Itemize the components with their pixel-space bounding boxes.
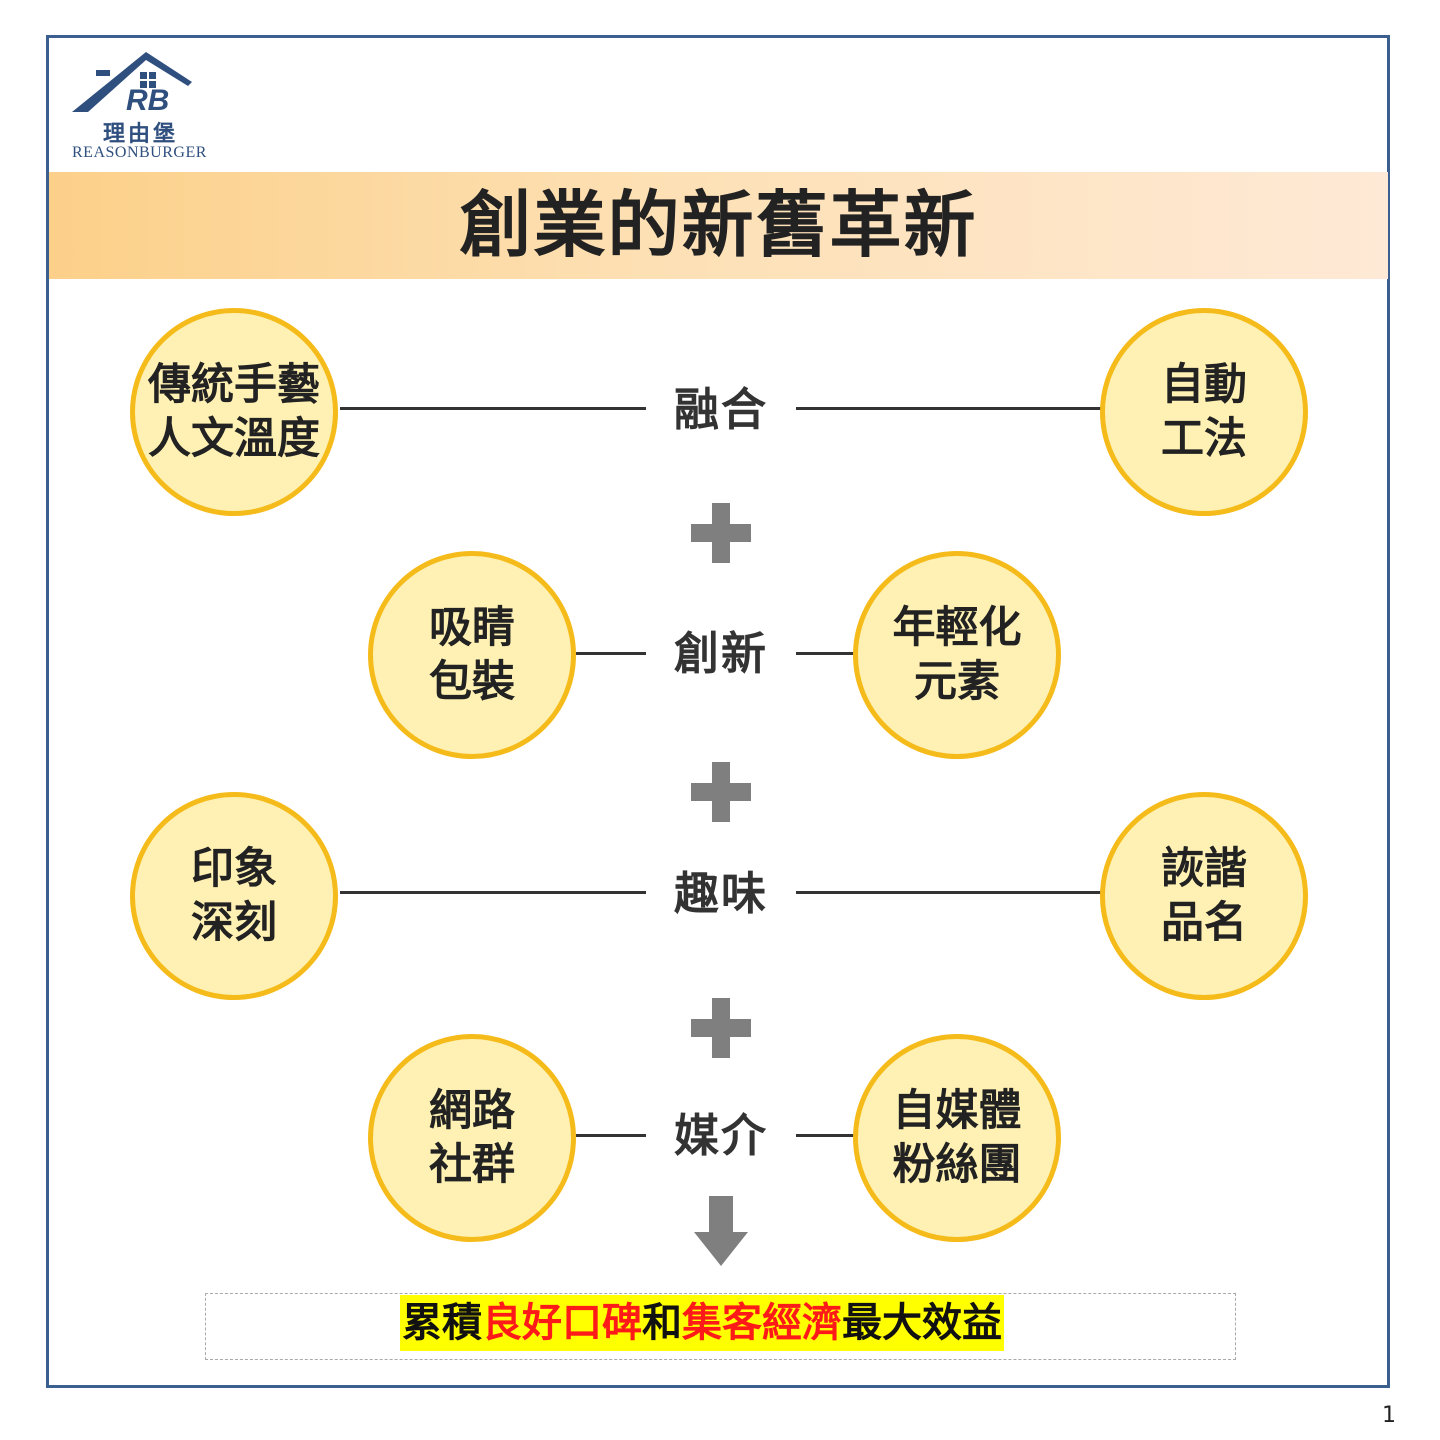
circle-text: 包裝 (429, 657, 515, 707)
concept-circle-right: 詼諧 品名 (1100, 792, 1308, 1000)
house-logo-icon: RB (72, 52, 192, 117)
connector-line (576, 1134, 646, 1137)
concept-circle-right: 自媒體 粉絲團 (853, 1034, 1061, 1242)
connector-line (576, 652, 646, 655)
arrow-down-icon (694, 1196, 748, 1266)
page-number: 1 (1382, 1403, 1396, 1428)
circle-text: 印象 (191, 844, 277, 894)
circle-text: 自動 (1161, 360, 1247, 410)
plus-icon (691, 503, 751, 563)
circle-text: 粉絲團 (892, 1140, 1022, 1190)
page-frame (46, 35, 1390, 1388)
circle-text: 工法 (1161, 414, 1247, 464)
result-emphasis: 集客經濟 (682, 1300, 842, 1346)
page-title: 創業的新舊革新 (459, 183, 978, 267)
connector-line (796, 407, 1102, 410)
circle-text: 自媒體 (892, 1086, 1022, 1136)
circle-text: 詼諧 (1161, 844, 1247, 894)
connector-line (796, 891, 1102, 894)
connector-line (340, 407, 646, 410)
concept-circle-right: 自動 工法 (1100, 308, 1308, 516)
concept-circle-left: 網路 社群 (368, 1034, 576, 1242)
result-box (205, 1293, 1236, 1360)
connector-line (340, 891, 646, 894)
circle-text: 吸睛 (429, 603, 515, 653)
result-part: 和 (642, 1300, 682, 1346)
circle-text: 年輕化 (892, 603, 1022, 653)
center-label: 融合 (673, 383, 768, 436)
logo-chinese-name: 理由堡 (103, 121, 179, 147)
plus-icon (691, 762, 751, 822)
logo-letters: RB (126, 84, 169, 117)
result-part: 累積 (402, 1300, 482, 1346)
circle-text: 深刻 (191, 898, 277, 948)
plus-icon (691, 998, 751, 1058)
center-label: 創新 (673, 627, 768, 680)
center-label: 趣味 (673, 867, 768, 920)
logo-english-name: REASONBURGER (72, 144, 207, 161)
result-emphasis: 良好口碑 (482, 1300, 642, 1346)
connector-line (796, 652, 856, 655)
circle-text: 網路 (429, 1086, 515, 1136)
circle-text: 品名 (1161, 898, 1247, 948)
circle-text: 傳統手藝 (148, 360, 320, 410)
circle-text: 元素 (914, 657, 1000, 707)
circle-text: 社群 (429, 1140, 515, 1190)
result-statement: 累積良好口碑和集客經濟最大效益 (400, 1295, 1004, 1351)
concept-circle-left: 吸睛 包裝 (368, 551, 576, 759)
concept-circle-left: 傳統手藝 人文溫度 (130, 308, 338, 516)
circle-text: 人文溫度 (148, 414, 320, 464)
title-banner: 創業的新舊革新 (49, 172, 1388, 279)
concept-circle-right: 年輕化 元素 (853, 551, 1061, 759)
concept-circle-left: 印象 深刻 (130, 792, 338, 1000)
center-label: 媒介 (673, 1109, 768, 1162)
result-part: 最大效益 (842, 1300, 1002, 1346)
connector-line (796, 1134, 856, 1137)
